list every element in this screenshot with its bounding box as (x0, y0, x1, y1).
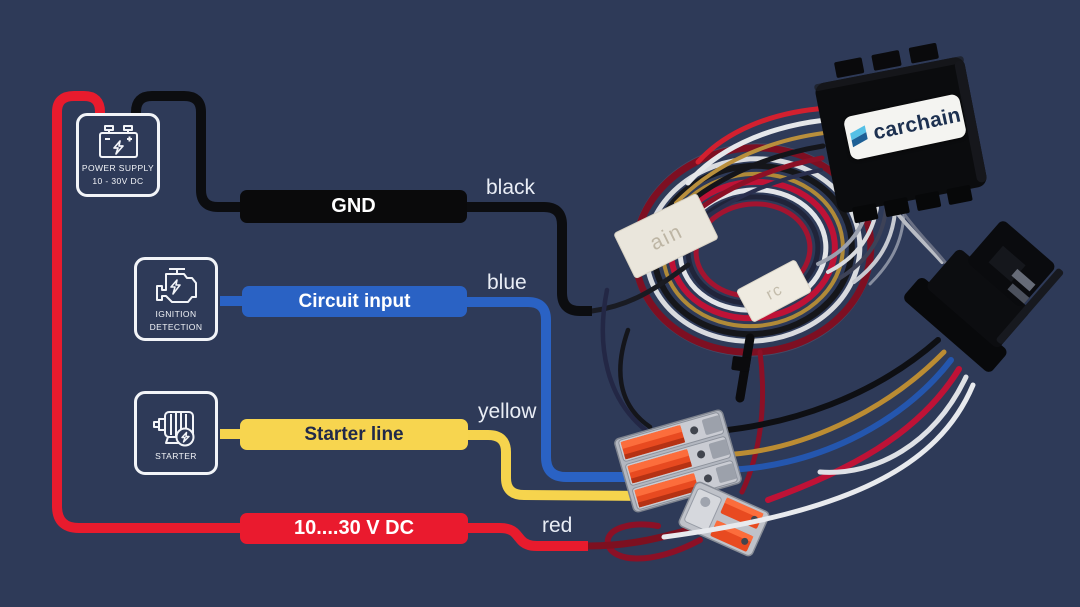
cable-tie (731, 333, 755, 403)
carchain-logo-text: carchain (871, 103, 963, 145)
wire-red-left (52, 91, 244, 533)
starter-caption-line1: STARTER (155, 450, 197, 461)
starter-line-bar: Starter line (240, 419, 468, 450)
tape-text-2: rc (764, 281, 786, 304)
wire-label-yellow: yellow (478, 400, 537, 423)
red-wire-photo-end (584, 524, 700, 550)
motor-icon (153, 410, 195, 446)
ignition-detection-node: IGNITION DETECTION (134, 257, 218, 341)
relay-connector (904, 221, 1064, 372)
battery-icon (99, 125, 138, 158)
power-supply-caption-line1: POWER SUPPLY (81, 163, 155, 173)
starter-node: STARTER (134, 391, 218, 475)
carchain-logo-icon (850, 125, 868, 148)
circuit-input-bar-label: Circuit input (298, 290, 411, 312)
power-voltage-bar-label: 10....30 V DC (293, 517, 415, 539)
ignition-caption-line1: IGNITION (155, 309, 197, 319)
power-voltage-bar: 10....30 V DC (240, 513, 468, 544)
starter-line-bar-label: Starter line (304, 423, 404, 445)
wire-black-right (464, 202, 592, 316)
tape-label-1: ain (614, 193, 718, 279)
wire-black-left (131, 91, 244, 212)
wire-label-blue: blue (487, 271, 527, 294)
ignition-caption-line2: DETECTION (149, 322, 203, 332)
tape-label-2: rc (736, 260, 812, 322)
carchain-device-label: carchain (842, 93, 968, 161)
wire-red-right (464, 523, 588, 551)
gnd-bar-label: GND (331, 195, 376, 217)
wire-label-red: red (542, 514, 573, 537)
circuit-input-bar: Circuit input (242, 286, 467, 317)
wire-blue-right (464, 297, 648, 482)
device-pigtail-wires (660, 105, 831, 258)
white-long-wire (661, 382, 976, 540)
engine-icon (156, 268, 197, 303)
wire-yellow-right (464, 430, 653, 501)
gnd-bar: GND (240, 190, 467, 223)
wire-label-black: black (486, 176, 536, 199)
power-supply-caption-line2: 10 - 30V DC (92, 176, 144, 186)
power-supply-node: POWER SUPPLY 10 - 30V DC (76, 113, 160, 197)
connector-fan-wires (715, 337, 969, 503)
